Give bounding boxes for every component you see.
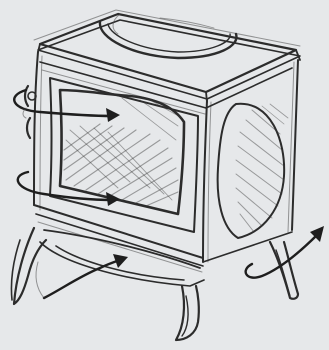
stove-side [203,60,298,262]
stove-front [25,52,211,286]
side-shading [236,104,288,232]
stove-top [34,10,300,102]
